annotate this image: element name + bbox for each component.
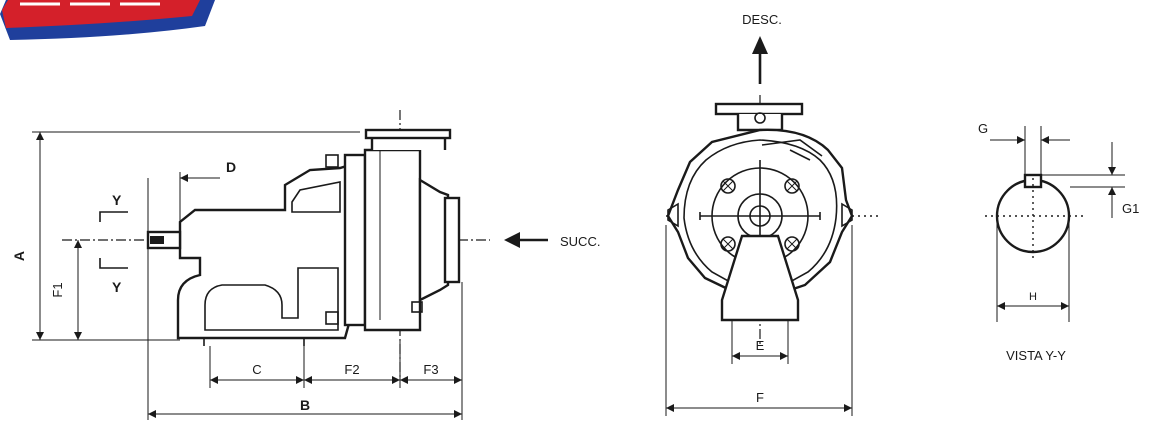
front-casing-ribs — [761, 139, 823, 161]
section-mark-top — [99, 211, 128, 222]
dim-a-arrow-top — [36, 132, 44, 140]
suction-flange — [443, 196, 461, 284]
dim-g-label: G — [978, 121, 988, 136]
front-bolt-crosses — [722, 180, 798, 250]
dim-e-arrow-left — [732, 352, 740, 360]
bolt-top — [325, 154, 339, 168]
logo-red-band — [2, 0, 200, 28]
dim-f2-arrow-left — [304, 376, 312, 384]
dim-b-label: B — [300, 397, 310, 413]
dim-f1-label: F1 — [50, 282, 65, 297]
suction-arrow-head — [504, 232, 520, 248]
dim-h-label: H — [1029, 291, 1037, 303]
dim-h-arrow-left — [997, 302, 1005, 310]
dim-c-arrow-right — [296, 376, 304, 384]
section-y-top-label: Y — [112, 192, 122, 208]
dim-g1-arrow-top — [1108, 167, 1116, 175]
dim-f3-label: F3 — [423, 362, 438, 377]
front-bolt-2 — [784, 178, 800, 194]
dim-f1-arrow-top — [74, 240, 82, 248]
dim-b-arrow-left — [148, 410, 156, 418]
dim-a-arrow-bottom — [36, 332, 44, 340]
dim-g-arrow-left — [1017, 136, 1025, 144]
front-discharge-neck — [736, 114, 784, 132]
front-bolt-1 — [720, 178, 736, 194]
dim-f3-arrow-right — [454, 376, 462, 384]
dim-f-arrow-right — [844, 404, 852, 412]
dim-f1-arrow-bottom — [74, 332, 82, 340]
front-side-lug-left — [667, 202, 679, 228]
front-bolt-4 — [784, 236, 800, 252]
shaft-section-key — [1023, 173, 1043, 189]
dim-c-label: C — [252, 362, 261, 377]
dim-f-arrow-left — [666, 404, 674, 412]
motor-top-rib — [291, 181, 341, 213]
casing-flange-left — [343, 153, 367, 327]
dim-f2-label: F2 — [344, 362, 359, 377]
dim-d-label: D — [226, 159, 236, 175]
shaft-key — [150, 236, 164, 244]
front-side-lug-right — [841, 202, 853, 228]
dim-c-arrow-left — [210, 376, 218, 384]
section-view-y-y: G G1 H VISTA Y-Y — [978, 121, 1139, 363]
dim-h-arrow-right — [1061, 302, 1069, 310]
dim-e-arrow-right — [780, 352, 788, 360]
dim-b-arrow-right — [454, 410, 462, 418]
section-y-bottom-label: Y — [112, 279, 122, 295]
vista-label: VISTA Y-Y — [1006, 348, 1066, 363]
desc-label: DESC. — [742, 12, 782, 27]
bolt-casing — [411, 301, 423, 313]
motor-frame-cutout — [204, 267, 339, 331]
impeller-cross-ends — [699, 212, 821, 220]
side-view: A F1 Y Y D C F2 F3 B — [11, 110, 600, 420]
dim-f3-arrow-left — [400, 376, 408, 384]
dim-f-label: F — [756, 390, 764, 405]
bolt-bottom — [325, 311, 339, 325]
motor-body — [176, 163, 352, 340]
dim-g1-arrow-bottom — [1108, 187, 1116, 195]
dim-e-label: E — [756, 338, 765, 353]
dim-f2-arrow-right — [392, 376, 400, 384]
front-top-bolt — [754, 112, 766, 124]
succ-label: SUCC. — [560, 234, 600, 249]
front-pedestal — [720, 234, 800, 322]
dim-a-label: A — [11, 251, 27, 261]
discharge-flange-top — [364, 128, 452, 140]
discharge-arrow-head — [752, 36, 768, 54]
dim-g1-label: G1 — [1122, 201, 1139, 216]
brand-logo — [0, 0, 215, 40]
section-mark-bottom — [99, 258, 128, 269]
dim-d-arrow — [180, 174, 188, 182]
front-bolt-3 — [720, 236, 736, 252]
front-view: DESC. E — [665, 12, 880, 416]
dim-g-arrow-right — [1041, 136, 1049, 144]
suction-nozzle — [418, 177, 450, 302]
